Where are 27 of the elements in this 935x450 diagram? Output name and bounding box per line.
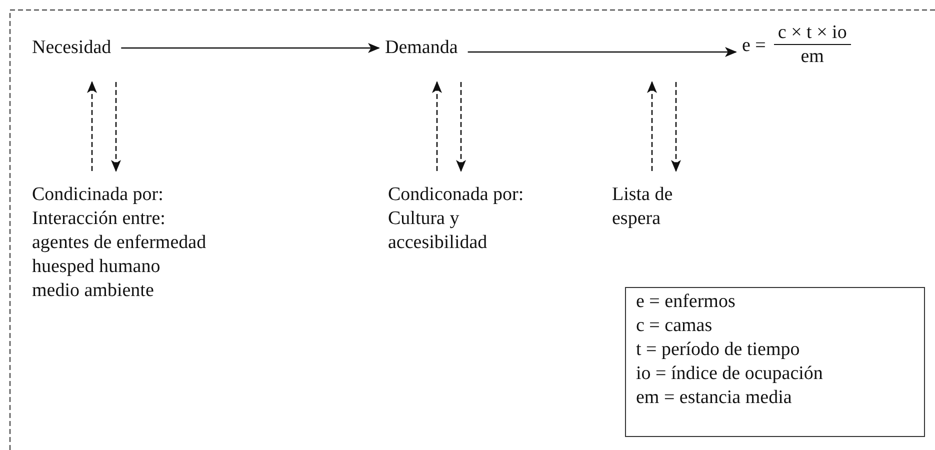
condition-line: Cultura y accesibilidad [388,207,488,255]
legend-entry: e = enfermos [636,290,736,314]
legend-entry: em = estancia media [636,386,793,410]
arrow [121,43,380,53]
arrow [111,82,121,172]
condition-line: medio ambiente [32,279,155,303]
condition-line: huesped humano [32,255,162,279]
condition-line: agentes de enfermedad [32,231,206,255]
condition-line: Condicinada por: [32,183,164,207]
arrow [647,81,657,171]
legend-entry: t = período de tiempo [636,338,801,362]
condition-line: Lista de espera [612,183,674,231]
formula-lhs: e = [742,34,766,56]
legend-box [625,287,925,437]
legend-entry: io = índice de ocupación [636,362,824,386]
arrow [468,47,737,57]
condition-line: Condiconada por: [388,183,524,207]
arrow [456,82,466,172]
fraction-numerator: c × t × io [774,22,851,45]
arrow [432,81,442,171]
legend-entry: c = camas [636,314,714,338]
node-label: Necesidad [32,36,112,60]
condition-line: Interacción entre: [32,207,166,231]
node-label: Demanda [385,36,458,60]
arrow [671,82,681,172]
arrow [87,81,97,171]
fraction-denominator: em [800,45,825,69]
